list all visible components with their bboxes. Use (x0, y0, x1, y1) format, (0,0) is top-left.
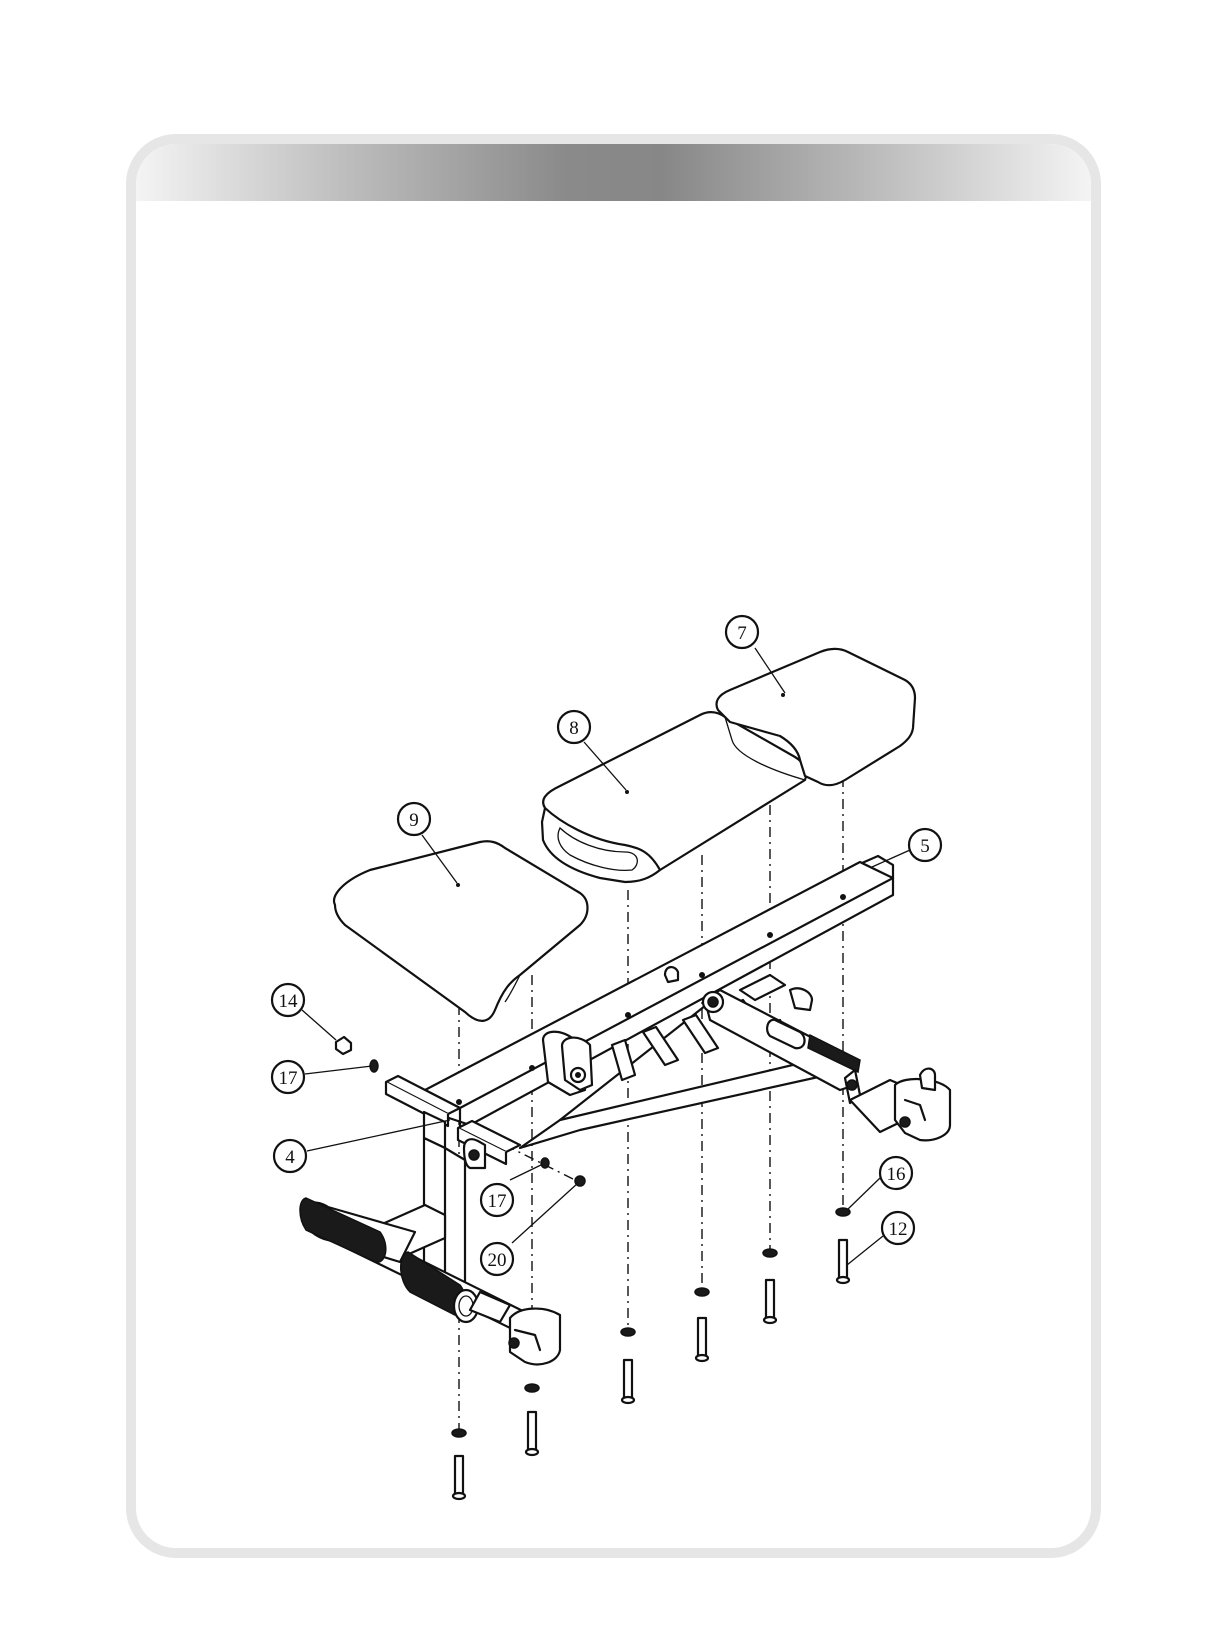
svg-text:17: 17 (279, 1068, 298, 1089)
svg-text:12: 12 (889, 1219, 908, 1240)
callout-20: 20 (481, 1243, 513, 1275)
svg-text:14: 14 (279, 991, 299, 1012)
bolt (453, 1456, 465, 1499)
callout-9: 9 (398, 803, 430, 835)
svg-text:9: 9 (409, 810, 419, 831)
svg-text:5: 5 (920, 836, 930, 857)
svg-text:20: 20 (488, 1250, 507, 1271)
svg-text:17: 17 (488, 1191, 507, 1212)
bolt (764, 1280, 776, 1323)
svg-text:16: 16 (887, 1164, 906, 1185)
callout-4: 4 (274, 1140, 306, 1172)
callout-17-right: 17 (481, 1184, 513, 1216)
svg-text:7: 7 (737, 623, 747, 644)
bolt (622, 1360, 634, 1403)
callout-8: 8 (558, 711, 590, 743)
callout-5: 5 (909, 829, 941, 861)
callout-17-left: 17 (272, 1061, 304, 1093)
bolt (696, 1318, 708, 1361)
callout-12: 12 (882, 1212, 914, 1244)
seat-pad-9 (334, 841, 587, 1021)
bolt (526, 1412, 538, 1455)
svg-text:4: 4 (285, 1147, 295, 1168)
callout-14: 14 (272, 984, 304, 1016)
bolt (837, 1240, 849, 1283)
callout-7: 7 (726, 616, 758, 648)
svg-text:8: 8 (569, 718, 579, 739)
callout-16: 16 (880, 1157, 912, 1189)
